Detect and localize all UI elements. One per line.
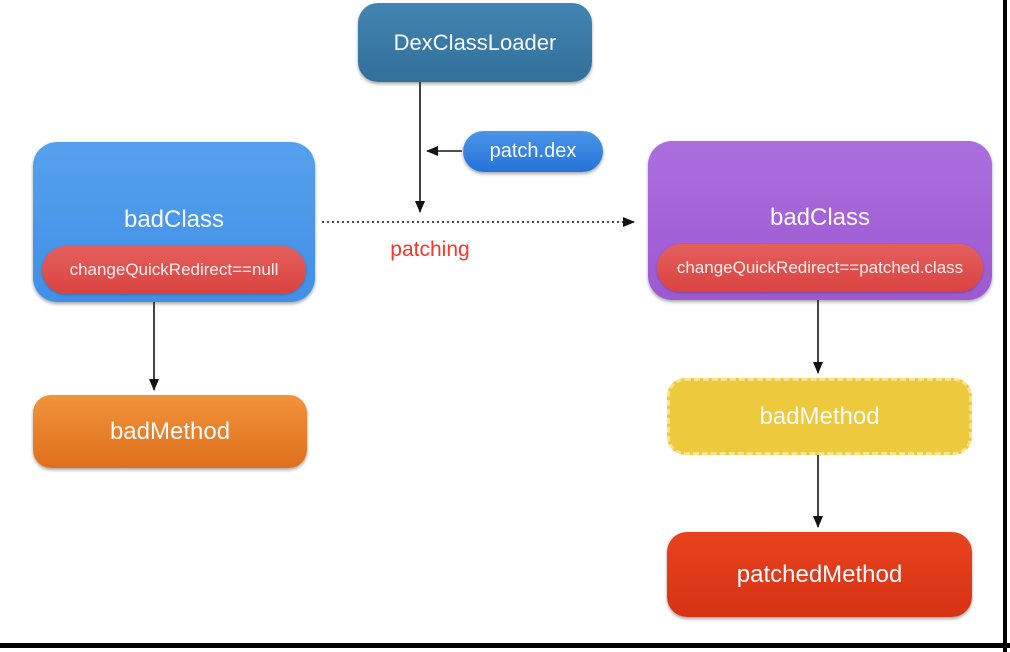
node-patchedmethod-label: patchedMethod: [736, 560, 903, 588]
node-patchedmethod: patchedMethod: [667, 532, 972, 617]
node-dexclassloader: DexClassLoader: [358, 3, 592, 82]
field-changequickredirect-null: changeQuickRedirect==null: [42, 246, 306, 294]
frame-border-right: [1003, 0, 1007, 652]
frame-border-bottom: [0, 643, 1010, 648]
node-badclass-patched: badClass changeQuickRedirect==patched.cl…: [648, 141, 992, 300]
edge-label-patching: patching: [390, 238, 470, 261]
node-patch-dex: patch.dex: [463, 131, 603, 172]
node-badclass-patched-label: badClass: [769, 204, 871, 231]
node-patch-dex-label: patch.dex: [489, 140, 577, 162]
node-dexclassloader-label: DexClassLoader: [393, 29, 557, 55]
node-badmethod-patched: badMethod: [667, 378, 972, 455]
node-badclass-original: badClass changeQuickRedirect==null: [33, 142, 315, 302]
node-badmethod-original: badMethod: [33, 395, 307, 468]
node-badmethod-patched-label: badMethod: [759, 402, 880, 430]
node-badmethod-original-label: badMethod: [109, 417, 231, 445]
node-badclass-original-label: badClass: [123, 206, 225, 233]
field-changequickredirect-patched: changeQuickRedirect==patched.class: [657, 244, 983, 292]
